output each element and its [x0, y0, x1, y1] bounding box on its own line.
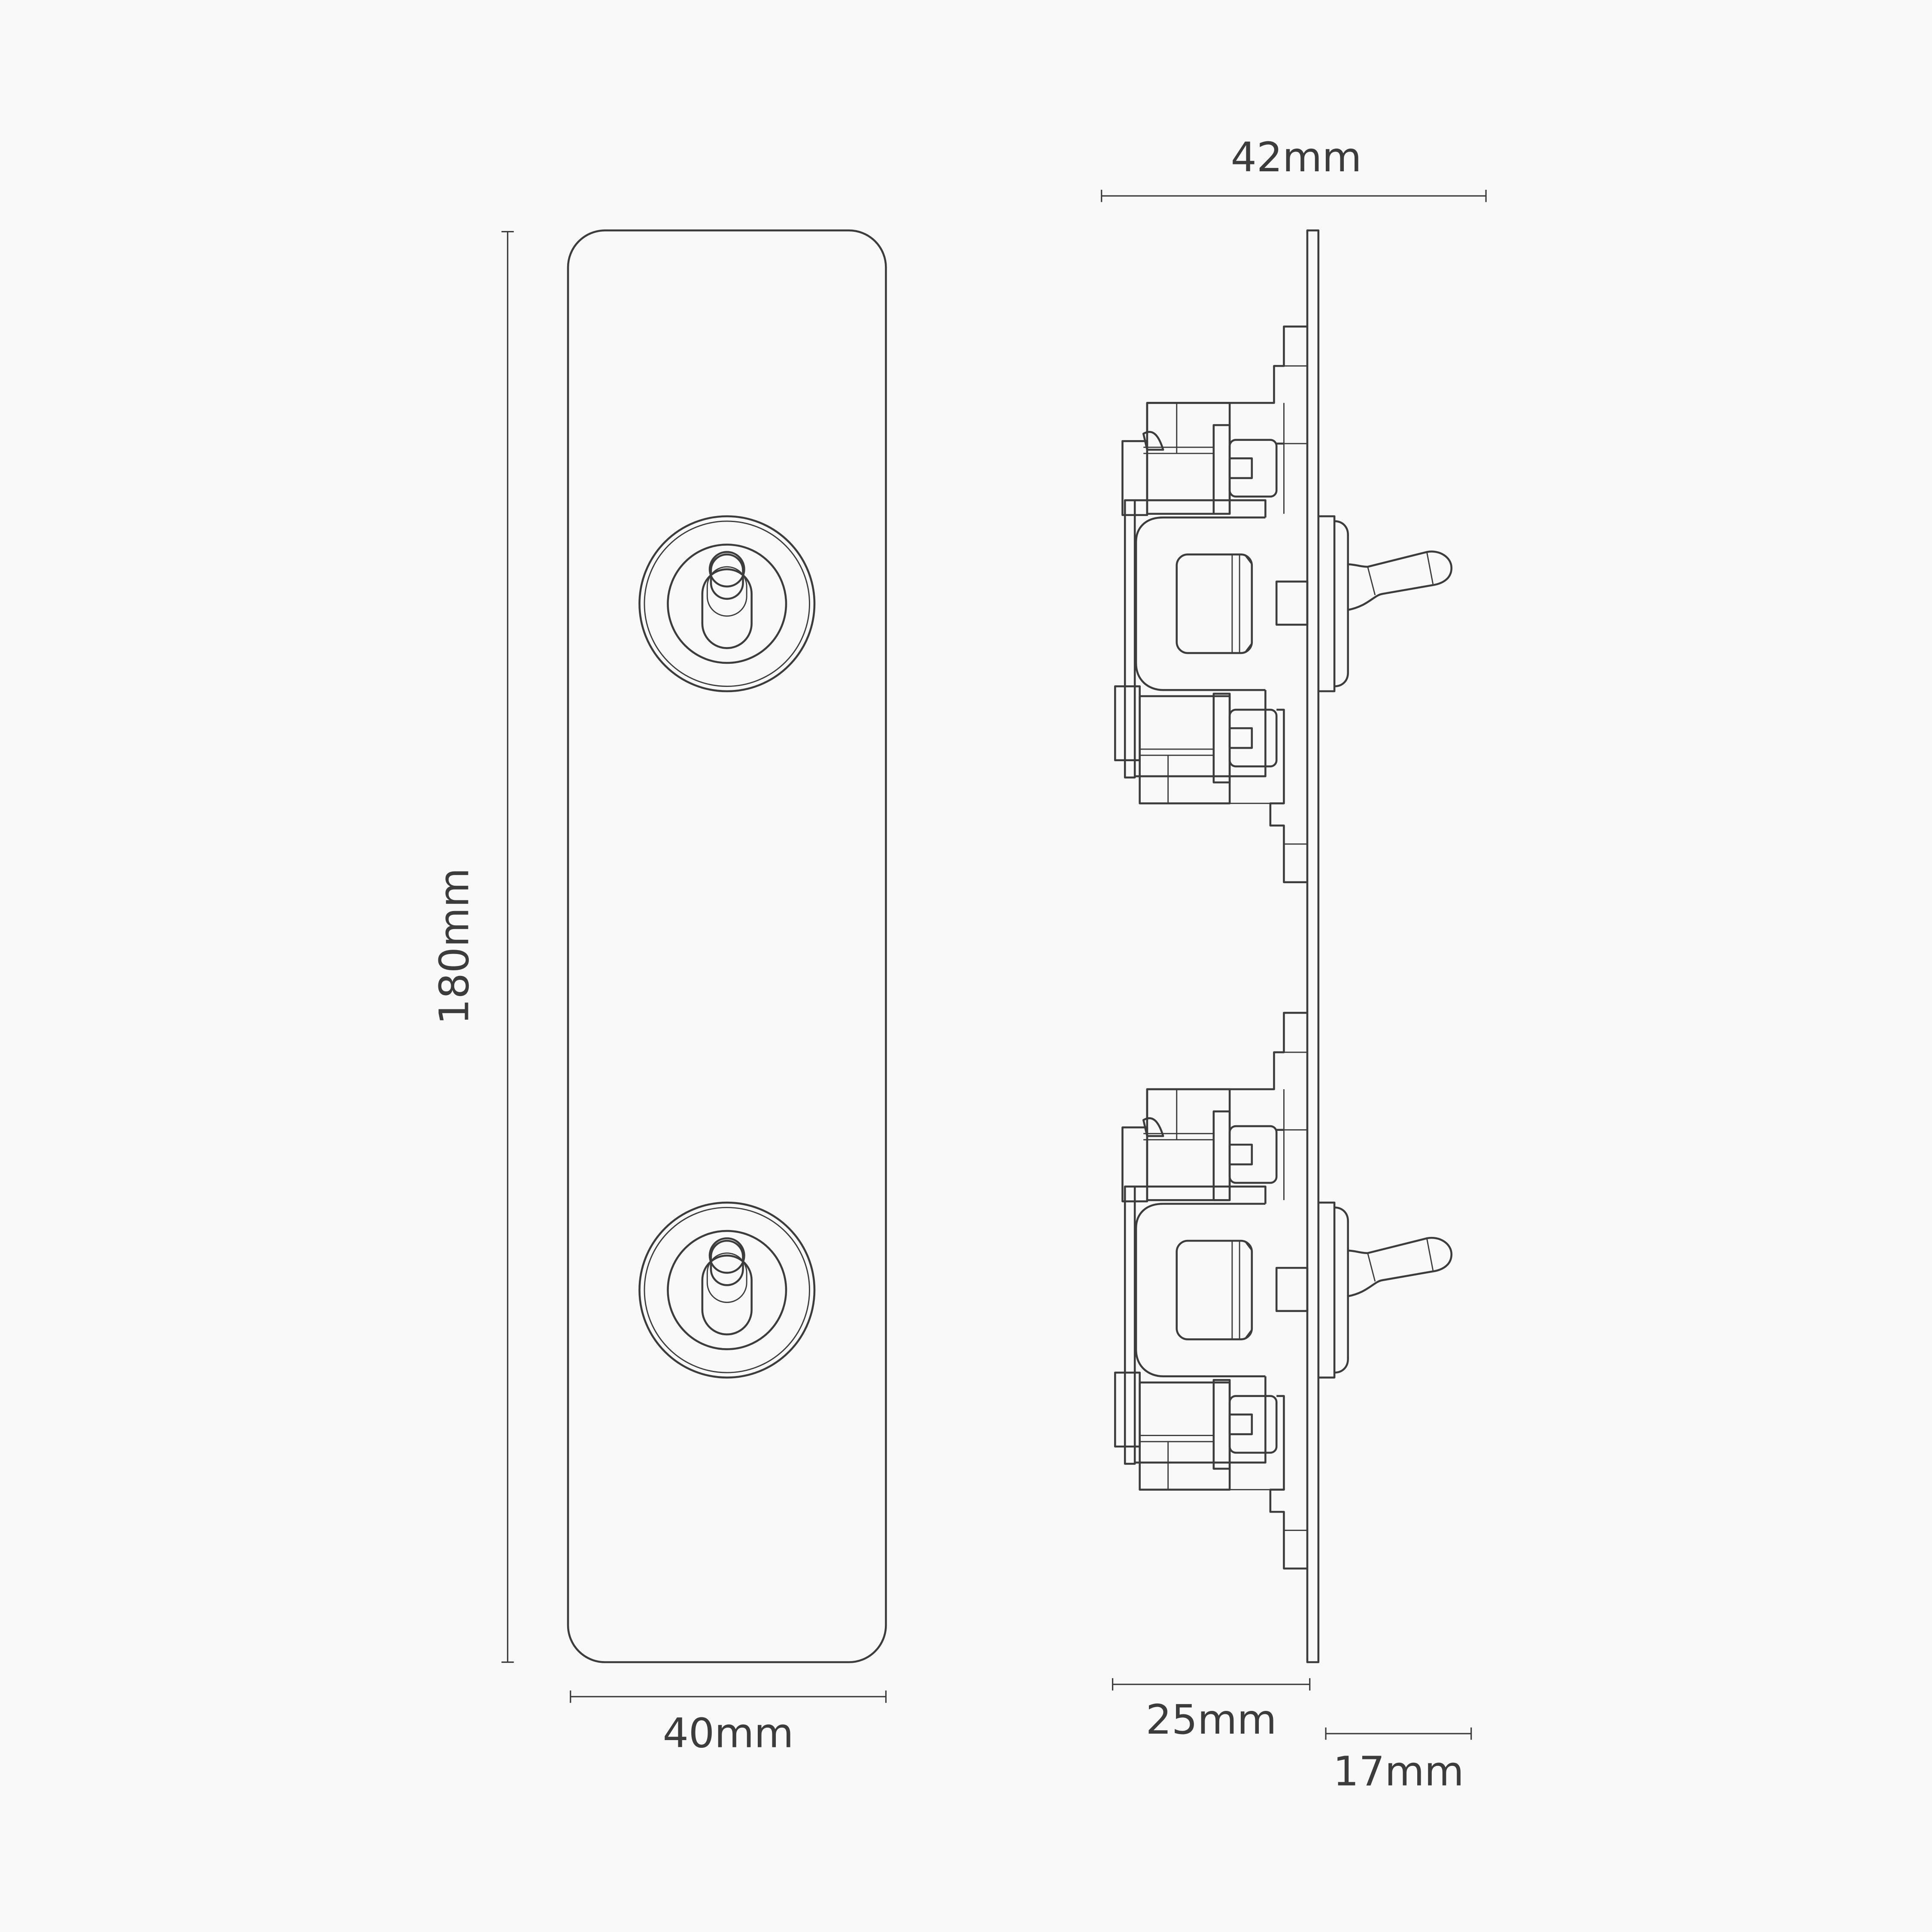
- dimension-rear-depth: 25mm: [1112, 1678, 1311, 1744]
- dimension-front-projection-label: 17mm: [1333, 1748, 1464, 1795]
- dimension-rear-depth-label: 25mm: [1146, 1696, 1277, 1744]
- side-plate: [1306, 229, 1320, 1663]
- side-switch-module-top: [1115, 327, 1451, 882]
- dimension-height: 180mm: [431, 231, 514, 1663]
- dimension-total-depth-label: 42mm: [1231, 134, 1362, 181]
- front-toggle-switch-top: [639, 516, 814, 691]
- dimension-front-width: 40mm: [570, 1690, 887, 1757]
- front-plate: [567, 229, 887, 1663]
- dimension-height-label: 180mm: [431, 868, 478, 1024]
- dimension-total-depth: 42mm: [1101, 134, 1487, 202]
- side-switch-module-bottom: [1115, 1013, 1451, 1568]
- front-toggle-switch-bottom: [639, 1203, 814, 1378]
- dimension-front-projection: 17mm: [1325, 1727, 1472, 1795]
- dimension-front-width-label: 40mm: [663, 1710, 794, 1757]
